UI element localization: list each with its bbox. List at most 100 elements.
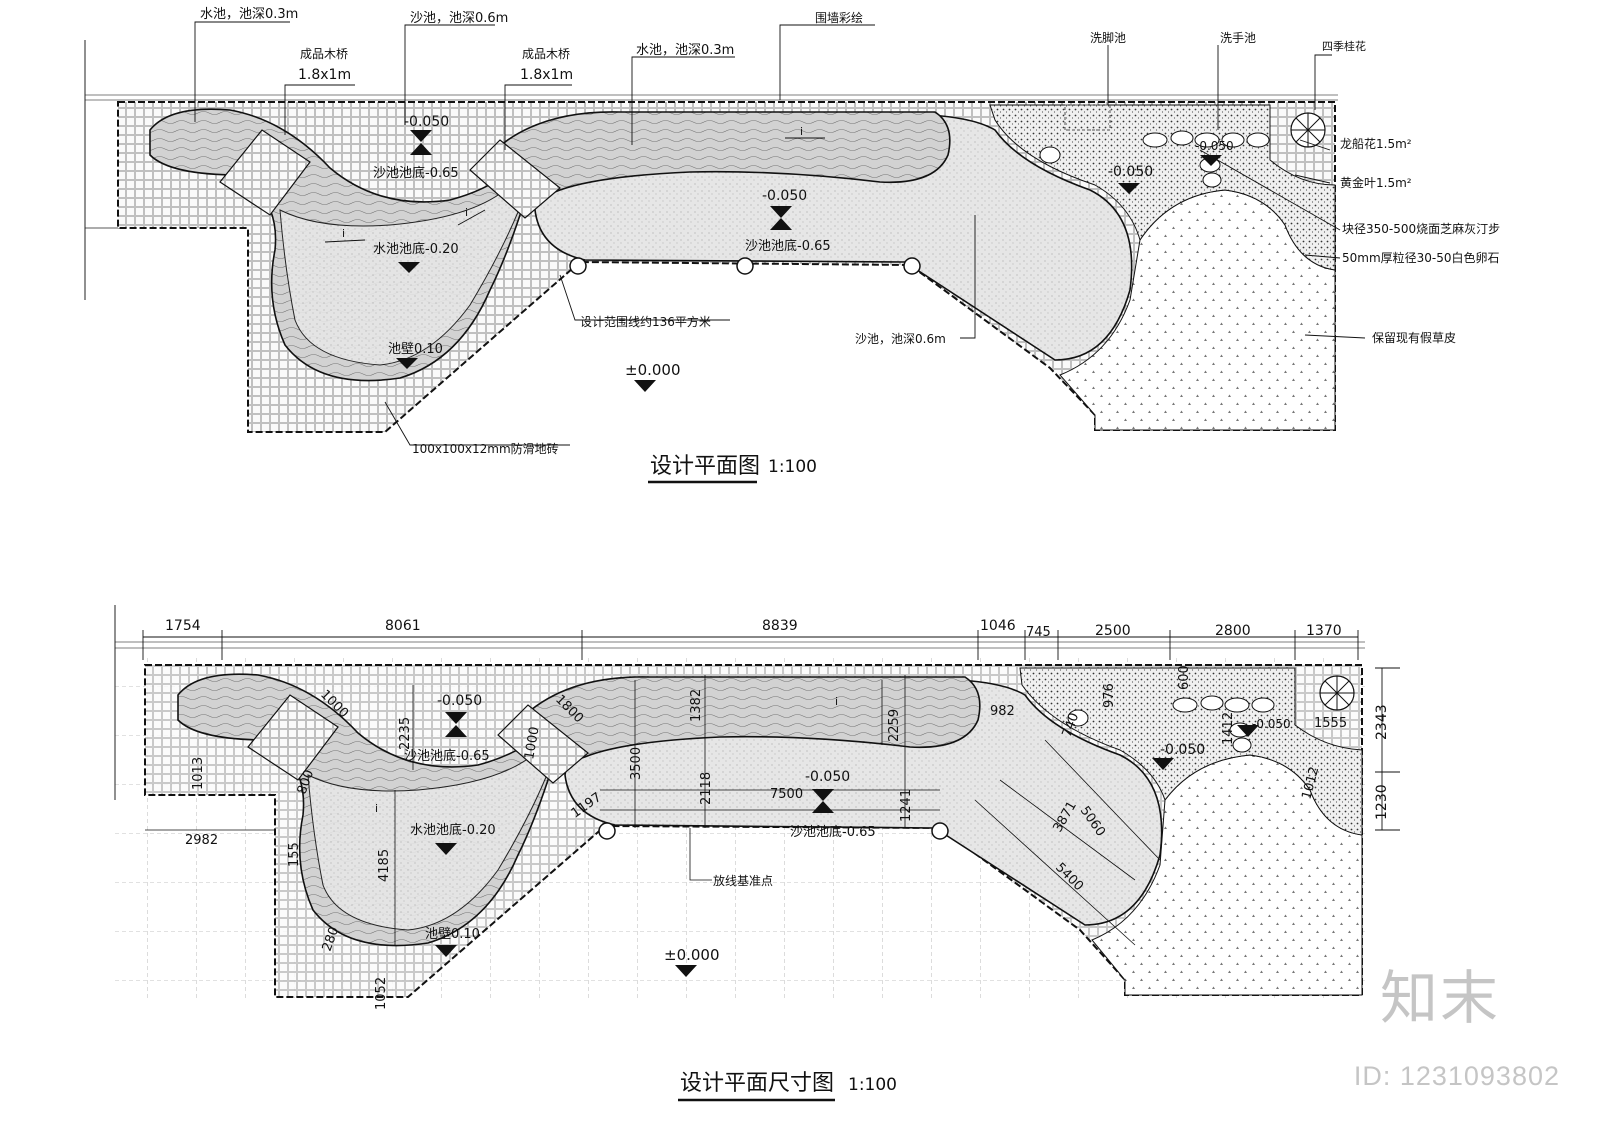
label-pebble: 50mm厚粒径30-50白色卵石 <box>1342 250 1500 265</box>
sand-pool-1 <box>307 754 547 931</box>
dim-top-7: 2800 <box>1215 623 1251 639</box>
label-sand-pool-1: 沙池，池深0.6m <box>410 11 508 26</box>
label-grass: 保留现有假草皮 <box>1372 331 1456 345</box>
ground-level: ±0.000 <box>625 361 681 379</box>
label-hand-wash: 洗手池 <box>1220 31 1256 45</box>
pool-wall: 池壁0.10 <box>425 927 480 942</box>
dim-top-6: 2500 <box>1095 623 1131 639</box>
post-marker <box>903 257 921 275</box>
post-marker <box>598 822 616 840</box>
label-sand-pool-2: 沙池，池深0.6m <box>855 332 946 346</box>
dim-plan-title: 设计平面尺寸图 <box>680 1071 834 1096</box>
dim-600: 600 <box>1177 665 1192 690</box>
dim-982: 982 <box>990 704 1015 719</box>
slope-mark: i <box>835 695 838 708</box>
pool-wall: 池壁0.10 <box>388 342 443 357</box>
right-dimension-line <box>1375 667 1400 831</box>
pebble-area <box>989 104 1336 271</box>
label-water-pool-2: 水池，池深0.3m <box>636 43 734 58</box>
dim-2118: 2118 <box>699 772 714 805</box>
dim-4185: 4185 <box>377 849 392 882</box>
water-pool-2 <box>523 676 981 763</box>
elev-1-bottom: 沙池池底-0.65 <box>404 748 490 764</box>
dim-top-2: 8061 <box>385 618 421 634</box>
water-pool-2 <box>493 111 951 198</box>
dim-top-3: 8839 <box>762 618 798 634</box>
slope-arrows <box>324 137 825 243</box>
slope-mark: i <box>800 125 803 138</box>
stepping-stones <box>1067 695 1275 753</box>
dim-1000b: 1000 <box>522 725 543 760</box>
post-marker <box>736 257 754 275</box>
wood-bridge-1 <box>219 129 311 216</box>
baseline-point: 放线基准点 <box>713 873 773 888</box>
dim-1013: 1013 <box>191 757 206 790</box>
wood-bridge-1 <box>247 694 339 781</box>
dim-plan-scale: 1:100 <box>848 1075 897 1095</box>
elev-3: -0.050 <box>1108 164 1153 180</box>
elev-1: -0.050 <box>404 114 449 130</box>
label-bridge-1: 成品木桥 <box>300 47 348 61</box>
plan-title: 设计平面图 <box>650 454 760 479</box>
label-tile: 100x100x12mm防滑地砖 <box>412 441 559 456</box>
sand-pool-1 <box>279 189 519 366</box>
dimension-plan: 1754 8061 8839 1046 745 2500 2800 1370 2… <box>114 605 1400 1102</box>
dim-1382: 1382 <box>689 689 704 722</box>
watermark-id: ID: 1231093802 <box>1353 1061 1560 1091</box>
design-plan: 水池，池深0.3m 成品木桥 1.8x1m 沙池，池深0.6m 成品木桥 1.8… <box>84 7 1500 484</box>
label-osmanthus: 四季桂花 <box>1322 39 1366 53</box>
dim-1241: 1241 <box>899 789 914 822</box>
elev-4: -0.050 <box>1195 139 1234 153</box>
leader-lines <box>194 21 1366 446</box>
stepping-stones <box>1039 130 1270 188</box>
top-dimension-line <box>142 630 1359 660</box>
dim-1412: 1412 <box>1221 712 1236 745</box>
dim-155: 155 <box>287 842 302 867</box>
elev-1-bottom: 沙池池底-0.65 <box>373 165 459 181</box>
dim-2235: 2235 <box>398 717 413 750</box>
label-bridge-1-size: 1.8x1m <box>298 67 351 83</box>
label-wall-paint: 围墙彩绘 <box>815 10 863 25</box>
label-plant-2: 黄金叶1.5m² <box>1340 175 1412 190</box>
label-water-pool-1: 水池，池深0.3m <box>200 7 298 22</box>
osmanthus-tree-icon <box>1319 675 1355 711</box>
water-bottom: 水池池底-0.20 <box>373 241 459 257</box>
dim-2259: 2259 <box>887 709 902 742</box>
dim-top-5: 745 <box>1026 625 1051 640</box>
plan-scale: 1:100 <box>768 457 817 477</box>
elev-4: -0.050 <box>1252 717 1291 731</box>
label-design-area: 设计范围线约136平方米 <box>580 314 711 329</box>
pebble-area <box>1019 667 1363 836</box>
slope-mark: i <box>342 227 345 240</box>
slope-mark: i <box>375 802 378 815</box>
label-foot-wash: 洗脚池 <box>1090 30 1126 45</box>
dim-1555: 1555 <box>1314 716 1347 731</box>
dim-976: 976 <box>1102 683 1117 708</box>
wood-bridge-2 <box>469 139 561 219</box>
dim-top-4: 1046 <box>980 618 1016 634</box>
label-plant-1: 龙船花1.5m² <box>1340 136 1412 151</box>
label-stepping: 块径350-500烧面芝麻灰汀步 <box>1342 221 1500 236</box>
dim-3500: 3500 <box>629 747 644 780</box>
wood-bridge-2 <box>497 704 589 784</box>
elevation-symbol <box>435 712 1259 977</box>
dim-right-1: 2343 <box>1374 704 1390 740</box>
label-bridge-2: 成品木桥 <box>522 47 570 61</box>
foot-wash-pool <box>1064 104 1111 131</box>
elevation-symbol <box>396 130 1222 392</box>
dim-right-2: 1230 <box>1374 784 1390 820</box>
elev-1: -0.050 <box>437 693 482 709</box>
inner-dimension-lines <box>145 675 1161 946</box>
elev-2: -0.050 <box>762 188 807 204</box>
slope-mark: i <box>465 206 468 219</box>
elev-3: -0.050 <box>1160 742 1205 758</box>
osmanthus-tree-icon <box>1290 112 1326 148</box>
dim-2982: 2982 <box>185 833 218 848</box>
elev-2-bottom: 沙池池底-0.65 <box>790 824 876 840</box>
elev-2: -0.050 <box>805 769 850 785</box>
elev-2-bottom: 沙池池底-0.65 <box>745 238 831 254</box>
water-bottom: 水池池底-0.20 <box>410 822 496 838</box>
dim-top-8: 1370 <box>1306 623 1342 639</box>
